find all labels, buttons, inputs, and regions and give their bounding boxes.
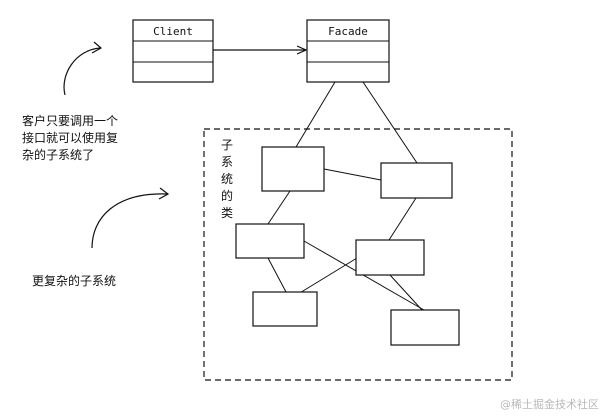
class-1-to-class-3-line: [267, 190, 291, 225]
subsystem-note-curve-arrow: [91, 193, 169, 249]
client-note-line-3: 杂的子系统了: [22, 148, 95, 162]
client-note-line-2: 接口就可以使用复: [22, 131, 119, 145]
subsystem-class-4: [355, 239, 425, 276]
facade-class-name: Facade: [328, 25, 368, 38]
class-3-to-class-5-line: [267, 257, 287, 293]
subsystem-class-3: [235, 223, 305, 259]
client-usage-note: 客户只要调用一个 接口就可以使用复 杂的子系统了: [22, 113, 118, 164]
client-note-curve-arrow: [63, 47, 101, 96]
facade-class-box: Facade: [306, 19, 390, 83]
subsystem-class-1: [261, 146, 325, 192]
client-note-line-1: 客户只要调用一个: [22, 114, 119, 128]
subsystem-class-6: [390, 309, 460, 346]
subsystem-class-5: [252, 291, 318, 327]
client-note-arrowhead: [91, 41, 103, 54]
facade-to-class-2-line: [362, 81, 418, 164]
complex-subsystem-note: 更复杂的子系统: [32, 274, 117, 288]
client-class-name: Client: [153, 25, 193, 38]
subsystem-class-2: [380, 162, 453, 199]
class-1-to-class-2-line: [323, 168, 382, 181]
facade-to-class-1-line: [295, 81, 336, 148]
watermark: @稀土掘金技术社区: [500, 398, 599, 411]
class-2-to-class-4-line: [388, 197, 417, 241]
class-4-to-class-6-line: [389, 274, 423, 311]
subsystem-boundary: [203, 128, 513, 381]
subsystem-note-arrowhead: [158, 187, 170, 200]
client-class-box: Client: [132, 19, 214, 83]
subsystem-classes-label: 子系统的类: [221, 138, 234, 220]
